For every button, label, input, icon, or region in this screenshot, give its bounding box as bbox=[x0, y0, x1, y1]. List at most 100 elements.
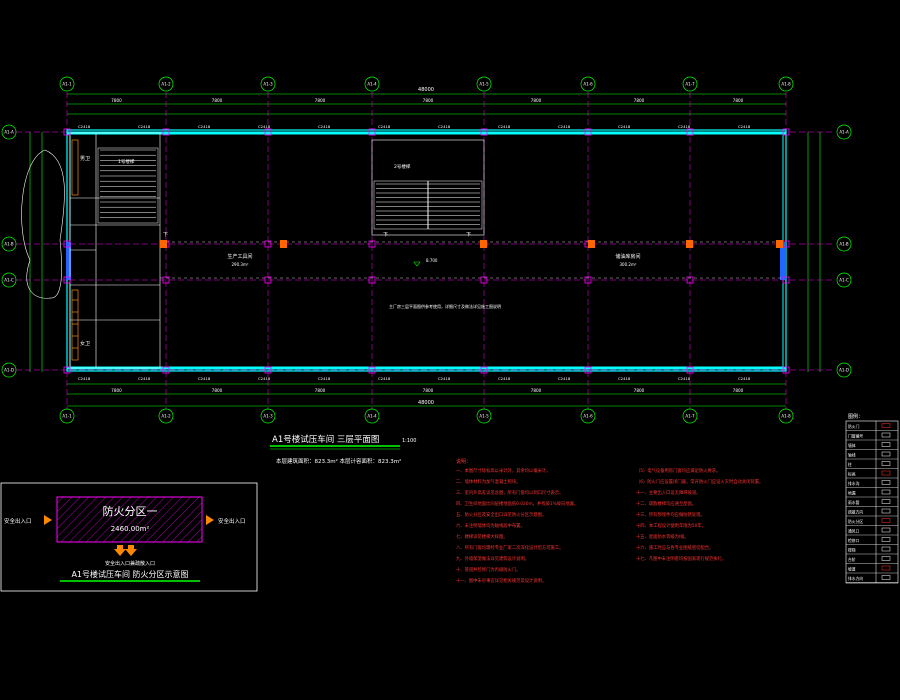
notes-left-column: 一、本图尺寸除标高以米计外，其余均以毫米计。二、墙体材料为加气混凝土砌块。三、室… bbox=[456, 467, 578, 584]
axis-bubble-label: A1-B bbox=[4, 242, 14, 247]
column-marker bbox=[280, 240, 287, 248]
bay-dimension-bottom: 7800 bbox=[212, 388, 223, 393]
legend-row-label: 柱 bbox=[848, 462, 852, 467]
axis-bubble bbox=[260, 76, 276, 92]
axis-bubbles-right: A1-AA1-BA1-CA1-D bbox=[836, 124, 852, 378]
design-notes: 说明： 一、本图尺寸除标高以米计外，其余均以毫米计。二、墙体材料为加气混凝土砌块… bbox=[456, 458, 763, 584]
legend-row-label: 通风口 bbox=[848, 529, 860, 534]
axis-bubble-label: A1-6 bbox=[583, 414, 593, 419]
exit-arrow-right-icon bbox=[206, 515, 214, 525]
axis-bubble bbox=[59, 408, 75, 424]
exit-arrow-bottom-1-icon bbox=[114, 545, 126, 556]
axis-bubble-label: A1-A bbox=[4, 130, 14, 135]
column bbox=[584, 276, 592, 284]
window-tag: C2418 bbox=[558, 124, 571, 129]
axis-bubble-label: A1-5 bbox=[479, 414, 489, 419]
axis-bubble bbox=[158, 76, 174, 92]
legend-heading: 图例： bbox=[848, 413, 863, 420]
axis-bubble bbox=[364, 408, 380, 424]
legend-row-label: 雨水管 bbox=[848, 500, 860, 505]
exit-label-bottom: 安全出入口兼疏散入口 bbox=[105, 560, 155, 567]
column bbox=[63, 240, 71, 248]
bay-dimension-top: 7800 bbox=[634, 98, 645, 103]
axis-bubble bbox=[260, 408, 276, 424]
room-area-left: 290.3m² bbox=[232, 262, 249, 267]
exit-label-left: 安全出入口 bbox=[4, 517, 32, 525]
note-line: 六、未注明墙体均为轴线居中布置。 bbox=[456, 522, 525, 529]
axis-bubble-label: A1-5 bbox=[479, 82, 489, 87]
axis-bubbles-left: A1-AA1-BA1-CA1-D bbox=[1, 124, 17, 378]
window-tag: C2418 bbox=[378, 376, 391, 381]
axis-bubble bbox=[836, 272, 852, 288]
legend-row-label: 地漏 bbox=[848, 491, 856, 496]
window-tag: C2418 bbox=[258, 124, 271, 129]
bay-dimension-bottom: 7800 bbox=[733, 388, 744, 393]
axis-bubble bbox=[682, 76, 698, 92]
axis-bubble bbox=[836, 362, 852, 378]
window-tag: C2418 bbox=[438, 376, 451, 381]
note-line: 八、所有门窗均需经专业厂家二次深化设计后方可施工。 bbox=[456, 544, 563, 551]
fire-zone-area bbox=[56, 496, 203, 543]
room-area-right: 300.2m² bbox=[620, 262, 637, 267]
legend-row-label: 疏散方向 bbox=[848, 510, 863, 515]
axis-bubble bbox=[580, 76, 596, 92]
axis-bubble bbox=[364, 76, 380, 92]
bay-dimension-bottom: 7800 bbox=[423, 388, 434, 393]
note-line: 二、墙体材料为加气混凝土砌块。 bbox=[456, 478, 520, 485]
window-tag: C2418 bbox=[138, 124, 151, 129]
revision-cloud bbox=[21, 149, 65, 299]
legend-row-label: 检修口 bbox=[848, 538, 860, 543]
note-line: 十四、本工程设计使用年限为50年。 bbox=[636, 522, 706, 529]
note-line: 十五、屋面防水等级为I级。 bbox=[636, 533, 689, 540]
column bbox=[584, 128, 592, 136]
stair-middle bbox=[371, 139, 485, 236]
window-tag: C2418 bbox=[618, 376, 631, 381]
column bbox=[782, 366, 790, 374]
note-line: 十一、图中未尽事宜详见相关规范及设计说明。 bbox=[456, 577, 546, 584]
column bbox=[480, 128, 488, 136]
elevation-triangle-icon bbox=[413, 261, 421, 267]
legend-row-symbol bbox=[881, 432, 891, 438]
legend-row-symbol bbox=[881, 527, 891, 533]
window-tag: C2418 bbox=[198, 376, 211, 381]
stair-down-mark-2: 下 bbox=[466, 232, 471, 238]
note-line: 四、卫生间地面比同层楼地面低0.020m，并找坡1%坡向地漏。 bbox=[456, 500, 578, 507]
axis-bubble bbox=[682, 408, 698, 424]
note-line: 七、楼梯详见楼梯大样图。 bbox=[456, 533, 508, 540]
axis-bubble-label: A1-6 bbox=[583, 82, 593, 87]
window-tag: C2418 bbox=[78, 376, 91, 381]
note-line: 九、外墙保温做法详见建筑设计说明。 bbox=[456, 555, 529, 562]
note-line: 十七、凡图中未注明者均按国家现行规范执行。 bbox=[636, 555, 726, 562]
column-marker bbox=[480, 240, 487, 248]
window-tag: C2418 bbox=[138, 376, 151, 381]
column bbox=[264, 240, 272, 248]
axis-bubble-label: A1-3 bbox=[263, 82, 273, 87]
service-core bbox=[69, 132, 161, 369]
notes-right-column: （5）电气设备用房门窗均应满足防火要求。（6）防火门应设置闭门器，常开防火门应设… bbox=[636, 467, 763, 562]
drawing-title-block: A1号楼试压车间 三层平面图 1:100 本层建筑面积：823.3m² 本层计容… bbox=[270, 434, 416, 465]
fire-zone-caption: A1号楼试压车间 防火分区示意图 bbox=[71, 569, 188, 579]
legend-row-symbol bbox=[881, 518, 891, 523]
legend-row-symbol bbox=[881, 470, 891, 476]
legend-row-symbol bbox=[881, 537, 891, 542]
legend-row-symbol bbox=[881, 565, 891, 571]
column bbox=[63, 276, 71, 284]
window-tag: C2418 bbox=[738, 376, 751, 381]
window-tag: C2418 bbox=[258, 376, 271, 381]
window-tag: C2418 bbox=[678, 376, 691, 381]
column bbox=[686, 128, 694, 136]
bay-dimension-bottom: 7800 bbox=[111, 388, 122, 393]
axis-bubble bbox=[580, 408, 596, 424]
legend-row-label: 标高 bbox=[848, 472, 856, 477]
legend-row-label: 防火门 bbox=[848, 424, 860, 429]
legend-row-symbol bbox=[881, 575, 891, 580]
axis-bubble bbox=[59, 76, 75, 92]
axis-bubble-label: A1-A bbox=[839, 130, 849, 135]
fire-zone-area-value: 2460.00m² bbox=[111, 525, 150, 533]
room-label-right: 储油库房间 bbox=[615, 253, 640, 260]
window-tag: C2418 bbox=[618, 124, 631, 129]
legend-row-label: 台阶 bbox=[848, 557, 856, 562]
